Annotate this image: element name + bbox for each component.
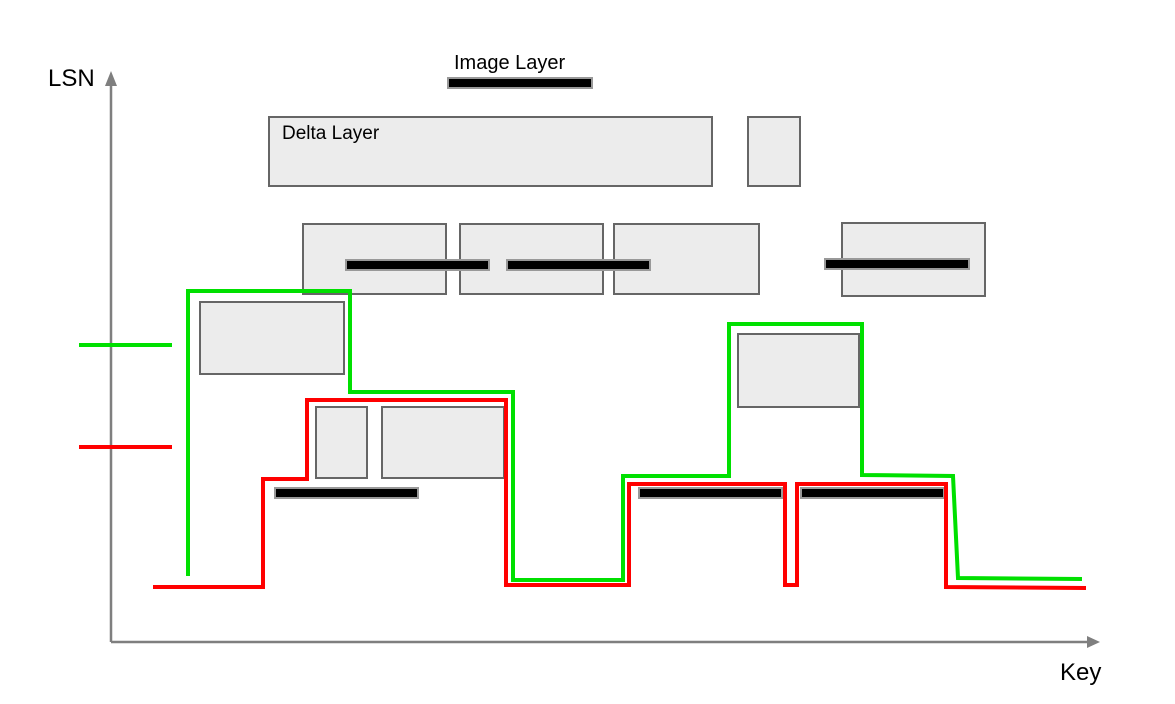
lsn-axis-label: LSN (48, 65, 95, 92)
image-layer-bar (800, 487, 945, 499)
delta-layer-rect (737, 333, 860, 408)
image-layer-bar (345, 259, 490, 271)
image-layer-bar (638, 487, 783, 499)
y-axis-arrowhead-icon (105, 71, 117, 86)
image-layer-bar (274, 487, 419, 499)
key-axis-label: Key (1060, 659, 1102, 686)
delta-layer-rect (315, 406, 368, 479)
image-layer-bar (824, 258, 970, 270)
delta-layer-rect (747, 116, 801, 187)
x-axis-arrowhead-icon (1087, 636, 1100, 648)
delta-layer-rect (268, 116, 713, 187)
image-layer-bar (447, 77, 593, 89)
image-layer-bar (506, 259, 651, 271)
image-layer-label: Image Layer (454, 52, 566, 74)
delta-layer-rect (381, 406, 505, 479)
delta-layer-label: Delta Layer (282, 123, 380, 144)
delta-layer-rect (199, 301, 345, 375)
